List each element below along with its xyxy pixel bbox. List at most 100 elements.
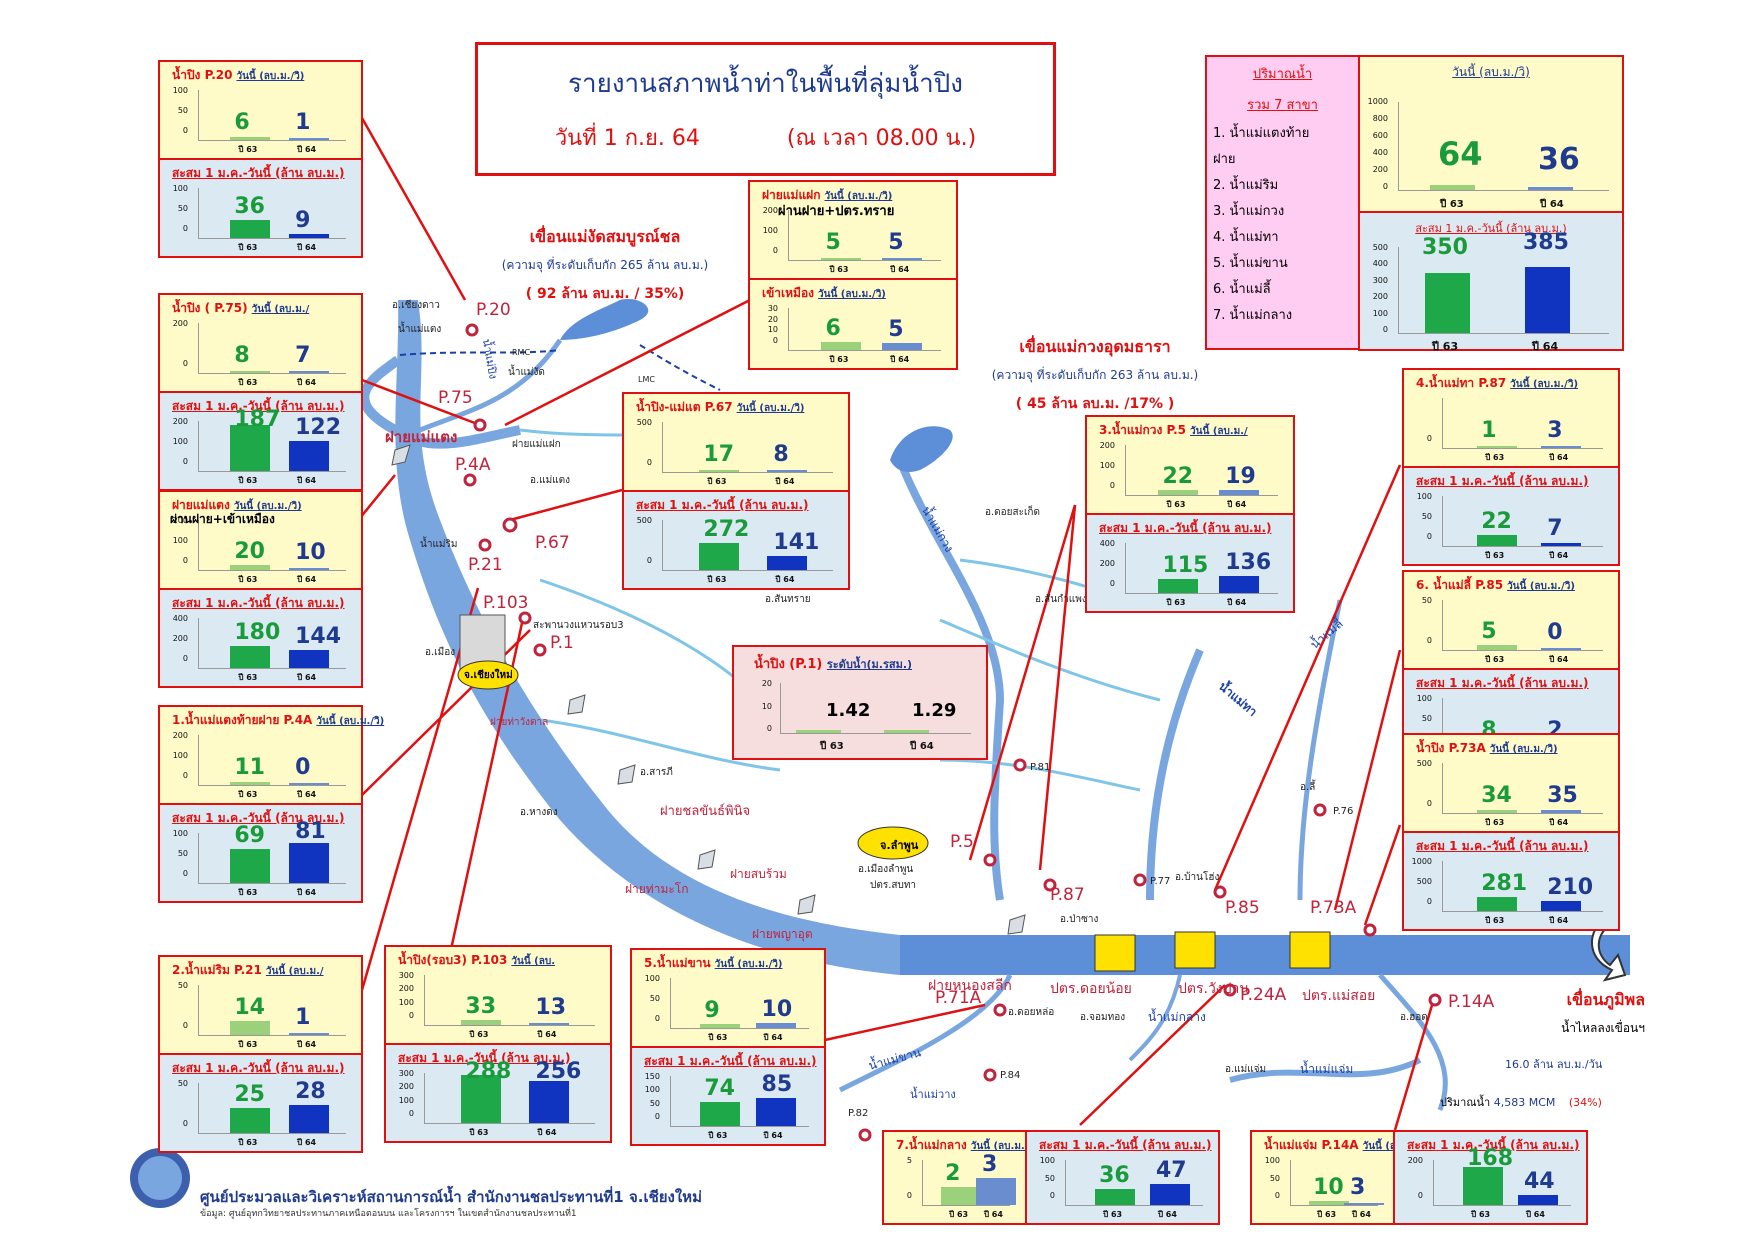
- p1-sub: ระดับน้ำ(ม.รสม.): [826, 658, 913, 671]
- station-maetang-accum-y64: ปี 64: [297, 673, 317, 682]
- station-p20-accum-y63: ปี 63: [238, 243, 258, 252]
- summary-today-title: วันนี้ (ลบ.ม./วิ): [1452, 65, 1530, 79]
- station-p21-today-bar63: [230, 1021, 271, 1035]
- map-label-p103: P.103: [483, 593, 529, 613]
- station-p5-accum-bar63: [1158, 578, 1199, 593]
- station-p21-accum-title: สะสม 1 ม.ค.-วันนี้ (ล้าน ลบ.ม.): [172, 1059, 345, 1078]
- station-p71a-accum-y63: ปี 63: [708, 1131, 728, 1140]
- station-p82-today-plot: [922, 1160, 1010, 1206]
- map-label-fai-thamakai: ฝายท่ามะโก: [625, 882, 689, 896]
- axis-tick-label: 0: [1417, 1191, 1423, 1200]
- map-label-hangdong: อ.หางดง: [520, 807, 558, 818]
- map-label-maengat-river: น้ำแม่งัด: [508, 367, 545, 378]
- station-p14a-accum-v63: 168: [1467, 1146, 1514, 1171]
- station-p73a-accum-y63: ปี 63: [1485, 916, 1505, 925]
- station-maefaek-today-bar64: [882, 258, 923, 260]
- axis-tick-label: 200: [172, 417, 188, 426]
- station-p75-today-bar63: [230, 371, 271, 373]
- axis-tick-label: 0: [1426, 636, 1432, 645]
- axis-tick-label: 100: [1416, 492, 1432, 501]
- map-label-maechaem: น้ำแม่แจ่ม: [1300, 1062, 1354, 1076]
- axis-tick-label: 0: [1426, 897, 1432, 906]
- station-p82-accum-bar64: [1149, 1183, 1190, 1205]
- axis-tick-label: 100: [644, 1085, 660, 1095]
- map-label-p4a: P.4A: [455, 455, 491, 475]
- map-label-lmc: LMC: [638, 375, 655, 384]
- station-p71a-accum-plot: [670, 1076, 809, 1127]
- station-p20-today-plot: [198, 90, 346, 141]
- station-p103-accum-bar64: [529, 1080, 570, 1123]
- map-label-fai-maefaek: ฝายแม่แฝก: [512, 439, 561, 450]
- station-p82-today-y64: ปี 64: [983, 1210, 1003, 1219]
- station-p73a-today-plot: [1442, 763, 1603, 814]
- map-label-fai-chon: ฝายชลขันธ์พินิจ: [660, 804, 751, 819]
- bhumibol-flow-value: 16.0: [1505, 1058, 1530, 1071]
- station-p20-today-v64: 1: [295, 110, 311, 135]
- station-p71a-today-title-sub: วันนี้ (ลบ.ม./วิ): [714, 959, 783, 970]
- station-p21-accum-title-main: สะสม 1 ม.ค.-วันนี้ (ล้าน ลบ.ม.): [172, 1061, 345, 1075]
- station-maetang-today-title: ฝายแม่แตงวันนี้ (ลบ.ม./วิ): [172, 496, 302, 515]
- axis-tick-label: 300: [1372, 275, 1388, 285]
- axis-tick-label: 200: [1372, 292, 1388, 302]
- station-p4a-accum-v64: 81: [295, 819, 326, 844]
- map-label-p82: P.82: [848, 1108, 869, 1119]
- station-p21-today-title-sub: วันนี้ (ลบ.ม./: [265, 966, 324, 977]
- station-p20-today-bar63: [230, 137, 271, 140]
- axis-tick-label: 1000: [1367, 97, 1388, 106]
- map-label-p73a: P.73A: [1310, 898, 1357, 918]
- station-p87-accum-title-main: สะสม 1 ม.ค.-วันนี้ (ล้าน ลบ.ม.): [1416, 474, 1589, 488]
- axis-tick-label: 10: [761, 701, 772, 711]
- maekuang-dam-current: ( 45 ล้าน ลบ.ม. /17% ): [1015, 396, 1175, 412]
- station-p103-accum-title-main: สะสม 1 ม.ค.-วันนี้ (ล้าน ลบ.ม.): [398, 1051, 571, 1065]
- station-p73a-today-bar63: [1477, 809, 1518, 813]
- station-p103-today-v64: 13: [535, 995, 567, 1020]
- station-p4a-today-v64: 0: [295, 755, 311, 780]
- station-maetang-today-title-sub: วันนี้ (ลบ.ม./วิ): [233, 501, 302, 512]
- station-maefaek-today-v63: 5: [825, 230, 841, 255]
- station-p14a-accum-plot: [1433, 1160, 1571, 1206]
- station-p103-accum-v63: 288: [465, 1059, 512, 1084]
- map-label-ptr-sobtha: ปตร.สบทา: [870, 880, 917, 891]
- station-maetang-today-v64: 10: [295, 540, 326, 565]
- station-maefaek-today-title-main: ฝายแม่แฝก: [762, 188, 821, 202]
- station-p73a-accum-title: สะสม 1 ม.ค.-วันนี้ (ล้าน ลบ.ม.): [1416, 837, 1589, 856]
- station-maetang-today-bar63: [230, 565, 271, 570]
- station-p73a-accum-v63: 281: [1481, 871, 1528, 896]
- summary-item: 6. น้ำแม่ลี้: [1213, 282, 1271, 297]
- station-p14a-accum-bar64: [1517, 1195, 1558, 1205]
- station-p5-accum-title: สะสม 1 ม.ค.-วันนี้ (ล้าน ลบ.ม.): [1099, 519, 1272, 538]
- station-p20-accum-title-main: สะสม 1 ม.ค.-วันนี้ (ล้าน ลบ.ม.): [172, 166, 345, 180]
- axis-tick-label: 200: [398, 984, 414, 994]
- station-maetang-accum-v64: 144: [295, 624, 342, 649]
- station-p71a-today-title-main: 5.น้ำแม่ขาน: [644, 956, 711, 970]
- station-p75-accum-bar64: [289, 440, 330, 471]
- map-label-p14a: P.14A: [1448, 992, 1495, 1012]
- map-label-p75: P.75: [438, 388, 473, 408]
- maekuang-dam-capacity: (ความจุ ที่ระดับเก็บกัก 263 ล้าน ลบ.ม.): [991, 368, 1199, 382]
- station-p4a-today-y63: ปี 63: [238, 790, 258, 799]
- axis-tick-label: 50: [1421, 512, 1432, 521]
- summary-accum-bar63: [1425, 272, 1470, 333]
- axis-tick-label: 0: [1049, 1191, 1055, 1200]
- station-p14a-accum-y64: ปี 64: [1525, 1210, 1545, 1219]
- map-label-maetang-river: น้ำแม่แตง: [398, 324, 442, 335]
- station-p20-accum-v63: 36: [234, 194, 265, 219]
- station-p67-today-y64: ปี 64: [775, 477, 795, 486]
- map-label-rmc: RMC: [512, 348, 531, 357]
- station-p67-today-bar63: [699, 470, 740, 472]
- map-label-p85: P.85: [1225, 898, 1260, 918]
- axis-tick-label: 500: [1416, 877, 1432, 886]
- axis-tick-label: 400: [1099, 539, 1115, 548]
- station-p5-accum-title-main: สะสม 1 ม.ค.-วันนี้ (ล้าน ลบ.ม.): [1099, 521, 1272, 535]
